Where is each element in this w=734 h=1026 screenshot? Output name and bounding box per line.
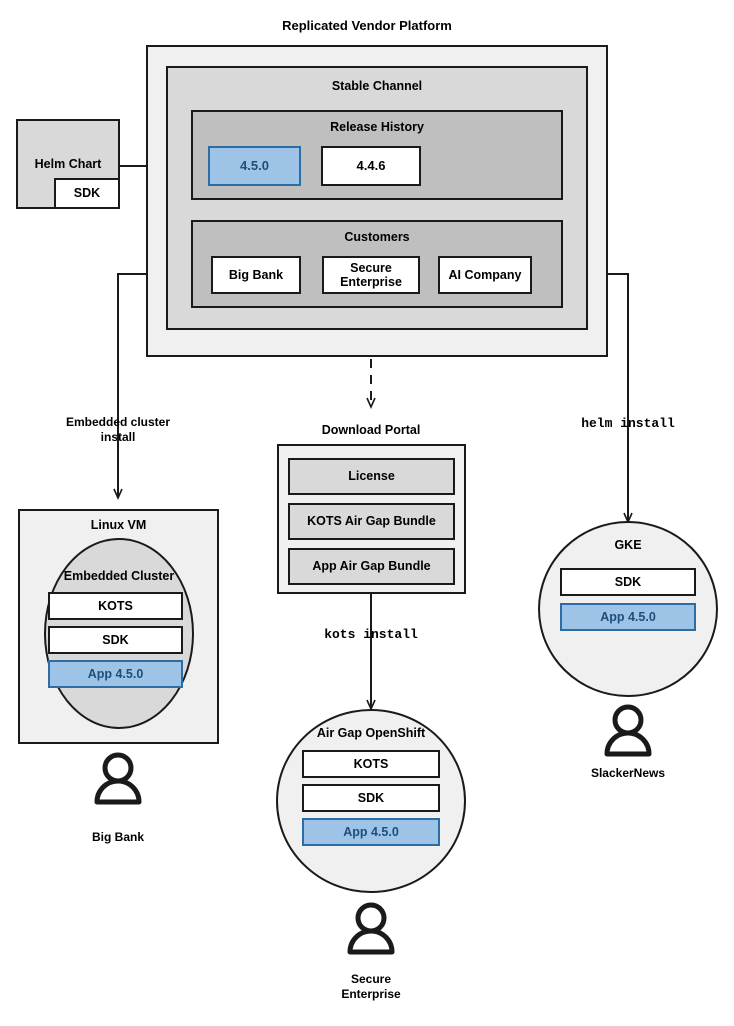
artifact-label: KOTS Air Gap Bundle [307, 514, 436, 529]
actor-caption-secure-enterprise: Secure Enterprise [341, 972, 401, 1001]
customers-title: Customers [344, 230, 410, 244]
component-label: SDK [357, 790, 385, 805]
openshift-component-kots[interactable]: KOTS [302, 750, 440, 778]
actor-icon-slackernews [604, 704, 652, 757]
install-path-label-helm-install: helm install [581, 416, 675, 431]
artifact-label: License [348, 469, 395, 484]
customer-big-bank[interactable]: Big Bank [211, 256, 301, 294]
gke-component-sdk[interactable]: SDK [560, 568, 696, 596]
release-version-label: 4.5.0 [240, 157, 269, 173]
stable-channel-title: Stable Channel [331, 79, 423, 93]
release-history-title: Release History [330, 120, 424, 134]
customer-ai-company[interactable]: AI Company [438, 256, 532, 294]
install-path-label-kots-install: kots install [324, 627, 418, 642]
component-label: SDK [102, 632, 129, 647]
install-path-label-embedded-cluster: Embedded cluster install [65, 415, 171, 444]
customer-label: AI Company [448, 267, 522, 282]
openshift-component-sdk[interactable]: SDK [302, 784, 440, 812]
target-linux-vm-title: Linux VM [90, 518, 147, 532]
gke-component-app[interactable]: App 4.5.0 [560, 603, 696, 631]
openshift-component-app[interactable]: App 4.5.0 [302, 818, 440, 846]
component-label: App 4.5.0 [600, 609, 656, 624]
component-label: App 4.5.0 [343, 824, 399, 839]
linux-vm-component-sdk[interactable]: SDK [48, 626, 183, 654]
portal-artifact-app-air-gap-bundle[interactable]: App Air Gap Bundle [288, 548, 455, 585]
customer-label: Secure Enterprise [340, 260, 402, 289]
component-label: KOTS [353, 756, 389, 771]
embedded-cluster-title: Embedded Cluster [63, 569, 175, 583]
customer-secure-enterprise[interactable]: Secure Enterprise [322, 256, 420, 294]
linux-vm-component-kots[interactable]: KOTS [48, 592, 183, 620]
actor-caption-slackernews: SlackerNews [590, 766, 666, 780]
helm-chart-label: Helm Chart [34, 157, 102, 171]
component-label: App 4.5.0 [87, 666, 144, 681]
customer-label: Big Bank [228, 267, 284, 282]
component-label: KOTS [98, 598, 133, 613]
download-portal-title: Download Portal [321, 423, 421, 437]
target-air-gap-openshift-title: Air Gap OpenShift [316, 726, 426, 740]
release-item-4-5-0[interactable]: 4.5.0 [208, 146, 301, 186]
actor-caption-big-bank: Big Bank [91, 830, 144, 844]
target-gke-title: GKE [614, 538, 642, 552]
release-item-4-4-6[interactable]: 4.4.6 [321, 146, 421, 186]
portal-artifact-license[interactable]: License [288, 458, 455, 495]
linux-vm-component-app[interactable]: App 4.5.0 [48, 660, 183, 688]
actor-icon-secure-enterprise [347, 902, 395, 955]
component-label: SDK [614, 574, 642, 589]
release-version-label: 4.4.6 [356, 157, 386, 173]
portal-artifact-kots-air-gap-bundle[interactable]: KOTS Air Gap Bundle [288, 503, 455, 540]
sdk-label: SDK [73, 186, 101, 201]
artifact-label: App Air Gap Bundle [312, 559, 431, 574]
helm-chart-sdk-box[interactable]: SDK [54, 178, 120, 209]
page-title: Replicated Vendor Platform [282, 18, 452, 33]
actor-icon-big-bank [94, 752, 142, 805]
